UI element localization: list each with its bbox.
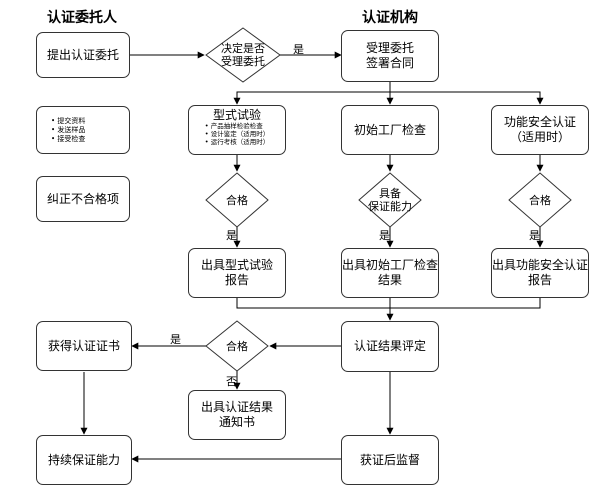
safety-report-line-1: 出具功能安全认证 <box>492 258 589 272</box>
surveillance-label: 获证后监督 <box>359 452 420 467</box>
pass-type-test-label: 合格 <box>206 192 268 208</box>
accept-contract-line-1: 受理委托 <box>365 41 414 55</box>
decide-accept-label: 决定是否 受理委托 <box>206 40 280 70</box>
factory-inspection-box: 初始工厂检查 <box>341 105 439 155</box>
type-test-report-line-2: 报告 <box>224 273 249 287</box>
task-send-samples: 发送样品 <box>51 126 85 135</box>
safety-report-line-2: 报告 <box>527 273 552 287</box>
decision-diamond-accept <box>205 27 281 83</box>
yes-label-safety: 是 <box>529 229 540 242</box>
surveillance-box: 获证后监督 <box>341 435 439 485</box>
type-test-report-box: 出具型式试验 报告 <box>188 248 286 298</box>
pass-safety-label: 合格 <box>509 192 571 208</box>
pass-final-text: 合格 <box>226 339 248 353</box>
correct-nonconformity-label: 纠正不合格项 <box>46 191 119 206</box>
type-test-items: 产品抽样检验检查 设计鉴定（适用时） 运行考核（适用时） <box>205 122 270 146</box>
submit-application-label: 提出认证委托 <box>46 47 119 62</box>
evaluation-box: 认证结果评定 <box>341 321 439 372</box>
safety-report-box: 出具功能安全认证 报告 <box>491 248 589 298</box>
factory-result-box: 出具初始工厂检查 结果 <box>341 248 439 298</box>
factory-result-line-1: 出具初始工厂检查 <box>342 258 439 272</box>
pass-final-label: 合格 <box>206 338 268 354</box>
factory-result-line-2: 结果 <box>377 273 402 287</box>
type-test-item: 设计鉴定（适用时） <box>205 130 270 138</box>
accept-contract-line-2: 签署合同 <box>365 56 414 70</box>
task-accept-inspection: 接受检查 <box>51 135 85 144</box>
yes-label-capability: 是 <box>379 229 390 242</box>
result-notice-line-1: 出具认证结果 <box>200 400 273 414</box>
result-notice-line-2: 通知书 <box>218 415 255 429</box>
yes-label-type-test: 是 <box>226 229 237 242</box>
factory-inspection-label: 初始工厂检查 <box>353 122 426 137</box>
evaluation-label: 认证结果评定 <box>353 339 426 353</box>
task-submit-docs: 提交资料 <box>51 117 85 126</box>
capability-line-1: 具备 <box>379 187 401 200</box>
yes-label-accept: 是 <box>293 43 304 56</box>
certification-body-header: 认证机构 <box>362 10 418 26</box>
safety-cert-line-2: （适用时） <box>509 130 570 144</box>
result-notice-box: 出具认证结果 通知书 <box>188 390 286 440</box>
accept-contract-box: 受理委托 签署合同 <box>341 30 439 82</box>
applicant-header: 认证委托人 <box>47 10 117 26</box>
applicant-tasks-box: 提交资料 发送样品 接受检查 <box>36 106 130 154</box>
obtain-certificate-label: 获得认证证书 <box>47 338 120 353</box>
capability-label: 具备 保证能力 <box>359 187 421 213</box>
obtain-certificate-box: 获得认证证书 <box>36 321 132 371</box>
pass-safety-text: 合格 <box>529 193 551 207</box>
capability-line-2: 保证能力 <box>368 200 412 213</box>
pass-type-test-text: 合格 <box>226 193 248 207</box>
type-test-title: 型式试验 <box>212 108 261 122</box>
decide-accept-line-2: 受理委托 <box>221 55 265 68</box>
yes-label-final: 是 <box>170 333 181 346</box>
safety-cert-box: 功能安全认证 （适用时） <box>491 105 589 155</box>
no-label-final: 否 <box>226 375 237 388</box>
type-test-report-line-1: 出具型式试验 <box>200 258 273 272</box>
type-test-box: 型式试验 产品抽样检验检查 设计鉴定（适用时） 运行考核（适用时） <box>188 105 286 155</box>
maintain-capability-box: 持续保证能力 <box>36 435 132 485</box>
type-test-item: 运行考核（适用时） <box>205 138 270 146</box>
maintain-capability-label: 持续保证能力 <box>47 452 120 467</box>
safety-cert-line-1: 功能安全认证 <box>503 115 576 129</box>
correct-nonconformity-box: 纠正不合格项 <box>36 176 130 222</box>
submit-application-box: 提出认证委托 <box>36 32 130 78</box>
decide-accept-line-1: 决定是否 <box>221 42 265 55</box>
type-test-item: 产品抽样检验检查 <box>205 122 269 130</box>
